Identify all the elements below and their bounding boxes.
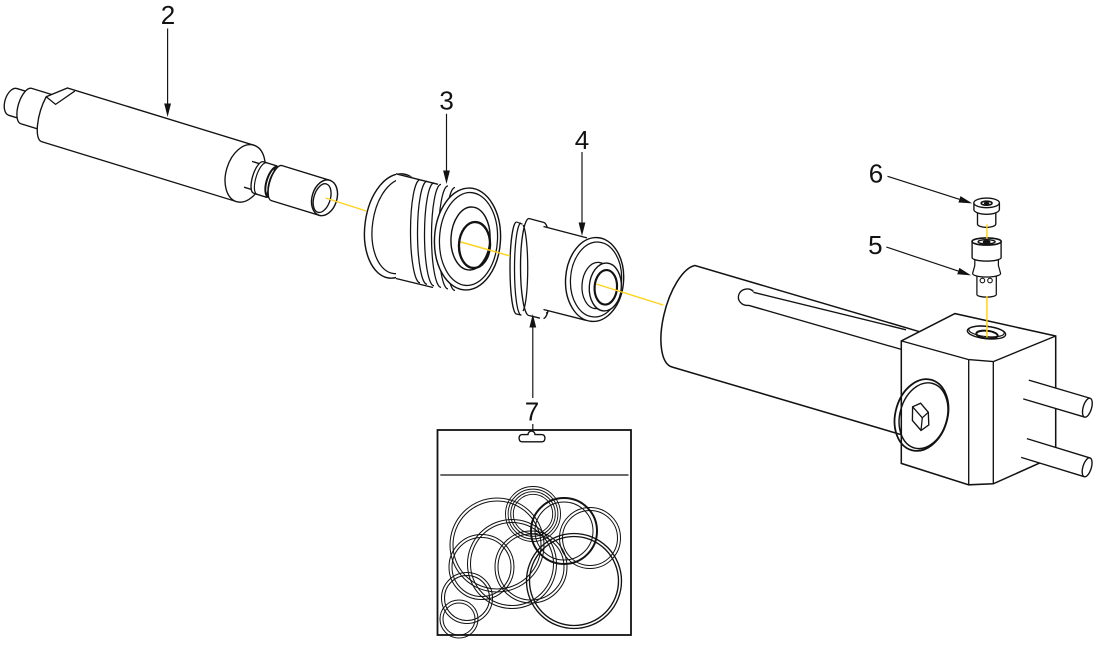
svg-text:2: 2 bbox=[161, 0, 175, 30]
svg-text:7: 7 bbox=[525, 397, 539, 427]
svg-text:5: 5 bbox=[868, 230, 882, 260]
svg-text:6: 6 bbox=[869, 159, 883, 189]
svg-text:3: 3 bbox=[439, 86, 453, 116]
svg-text:4: 4 bbox=[575, 125, 589, 155]
